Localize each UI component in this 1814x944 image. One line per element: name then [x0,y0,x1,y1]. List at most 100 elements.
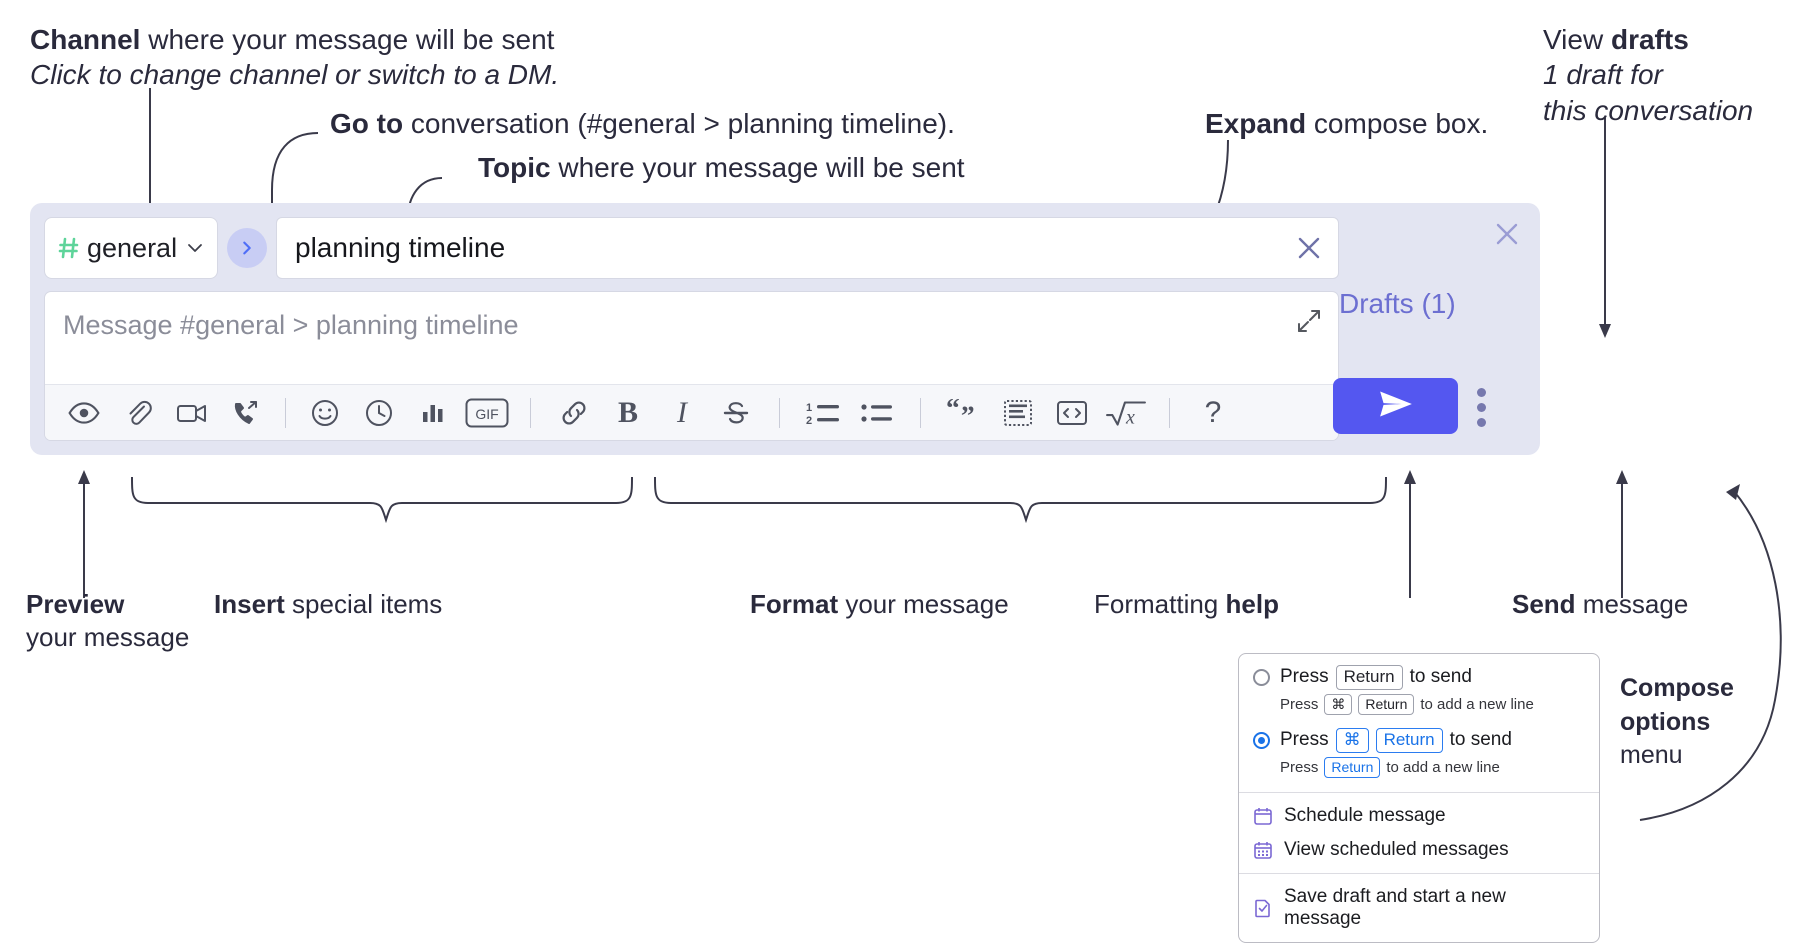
menu-item-save-draft[interactable]: Save draft and start a new message [1239,880,1599,936]
send-button[interactable] [1333,378,1458,434]
bold-icon[interactable]: B [601,390,655,436]
toolbar-divider [530,397,531,428]
svg-text:1: 1 [806,402,812,414]
formatting-toolbar: GIF B I [45,384,1338,440]
menu-divider [1239,872,1599,874]
compose-options-menu[interactable]: Press Return to send Press ⌘ Return to a… [1238,653,1600,943]
dot [1477,388,1486,397]
math-icon[interactable]: x [1099,390,1153,436]
compose-right-column: Drafts (1) [1325,203,1540,455]
message-input-box[interactable]: Message #general > planning timeline [44,291,1339,441]
annotation-send-bold: Send [1512,589,1576,619]
goto-conversation-button[interactable] [227,228,267,268]
expand-diagonal-icon[interactable] [1296,308,1322,334]
close-icon[interactable] [1294,233,1324,263]
annotation-topic-rest: where your message will be sent [550,152,965,183]
menu-item-schedule-message[interactable]: Schedule message [1239,799,1599,833]
key-command: ⌘ [1324,693,1353,715]
italic-label: I [677,395,687,429]
key-return: Return [1375,727,1443,753]
code-block-icon[interactable] [991,390,1045,436]
annotation-channel-bold: Channel [30,24,141,55]
svg-text:GIF: GIF [475,406,498,422]
menu-item-label: Save draft and start a new message [1284,885,1506,929]
svg-text:x: x [1125,406,1135,428]
annotation-goto-rest: conversation (#general > planning timeli… [403,108,955,139]
svg-text:”: ” [961,399,975,426]
annotation-compose-options-bold2: options [1620,707,1711,736]
toolbar-divider [285,397,286,428]
annotation-insert: Insert special items [214,588,442,621]
text-pre: Press [1280,666,1329,688]
send-option-cmd-return-hint: Press Return to add a new line [1239,754,1599,784]
schedule-group: Schedule message View scheduled messages [1239,793,1599,873]
call-forward-icon[interactable] [219,390,273,436]
attachment-icon[interactable] [111,390,165,436]
annotation-help-bold: help [1225,589,1279,619]
send-option-return[interactable]: Press Return to send [1239,664,1599,691]
emoji-icon[interactable] [298,390,352,436]
blockquote-icon[interactable]: “ ” [937,390,991,436]
video-icon[interactable] [165,390,219,436]
annotation-format: Format your message [750,588,1009,621]
drafts-link[interactable]: Drafts (1) [1339,288,1456,319]
toolbar-divider [779,397,780,428]
menu-item-view-scheduled[interactable]: View scheduled messages [1239,833,1599,867]
bulleted-list-icon[interactable] [850,390,904,436]
draft-group: Save draft and start a new message [1239,874,1599,942]
key-return: Return [1358,693,1415,715]
annotation-channel-rest: where your message will be sent [140,24,555,55]
annotation-expand: Expand compose box. [1205,106,1488,141]
compose-header-row: general planning timeline [44,217,1339,279]
dot [1477,418,1486,427]
annotation-drafts-sub2: this conversation [1543,94,1754,126]
annotation-goto: Go to conversation (#general > planning … [330,106,955,141]
preview-icon[interactable] [57,390,111,436]
annotation-format-bold: Format [750,589,839,619]
calendar-grid-icon [1253,840,1273,860]
annotation-topic: Topic where your message will be sent [478,150,965,185]
send-option-return-hint: Press ⌘ Return to add a new line [1239,691,1599,721]
compose-left-column: general planning timeline [44,217,1339,441]
svg-text:2: 2 [806,415,812,426]
key-return: Return [1324,756,1381,778]
text-post: to add a new line [1386,758,1500,776]
gif-icon[interactable]: GIF [460,390,514,436]
text-pre: Press [1280,729,1329,751]
italic-icon[interactable]: I [655,390,709,436]
key-return: Return [1335,665,1403,690]
annotation-channel: Channel where your message will be sent … [30,22,559,93]
annotation-preview: Preview your message [26,588,189,654]
link-icon[interactable] [547,390,601,436]
close-icon[interactable] [1492,219,1522,249]
help-icon[interactable]: ? [1186,390,1240,436]
poll-icon[interactable] [406,390,460,436]
calendar-icon [1253,806,1273,826]
radio-button-selected[interactable] [1253,731,1270,749]
save-draft-icon [1253,898,1273,918]
chevron-down-icon [185,238,205,258]
strikethrough-icon[interactable] [709,390,763,436]
hash-icon [57,235,81,261]
text-post: to send [1449,729,1512,751]
key-command: ⌘ [1335,727,1369,753]
help-label: ? [1204,395,1222,429]
clock-icon[interactable] [352,390,406,436]
annotation-expand-bold: Expand [1205,108,1307,139]
ordered-list-icon[interactable]: 1 2 [796,390,850,436]
svg-text:“: “ [946,399,960,423]
annotation-insert-rest: special items [284,589,443,619]
send-option-cmd-return[interactable]: Press ⌘ Return to send [1239,727,1599,754]
channel-selector[interactable]: general [44,217,218,279]
toolbar-divider [920,397,921,428]
topic-value: planning timeline [295,232,506,263]
channel-name: general [87,232,178,263]
inline-code-icon[interactable] [1045,390,1099,436]
annotation-help-pre: Formatting [1094,589,1226,619]
text-post: to send [1409,666,1472,688]
text-post: to add a new line [1420,695,1534,713]
radio-button[interactable] [1253,668,1270,686]
topic-input[interactable]: planning timeline [276,217,1339,279]
dot [1477,403,1486,412]
vertical-dots-icon[interactable] [1477,388,1487,427]
